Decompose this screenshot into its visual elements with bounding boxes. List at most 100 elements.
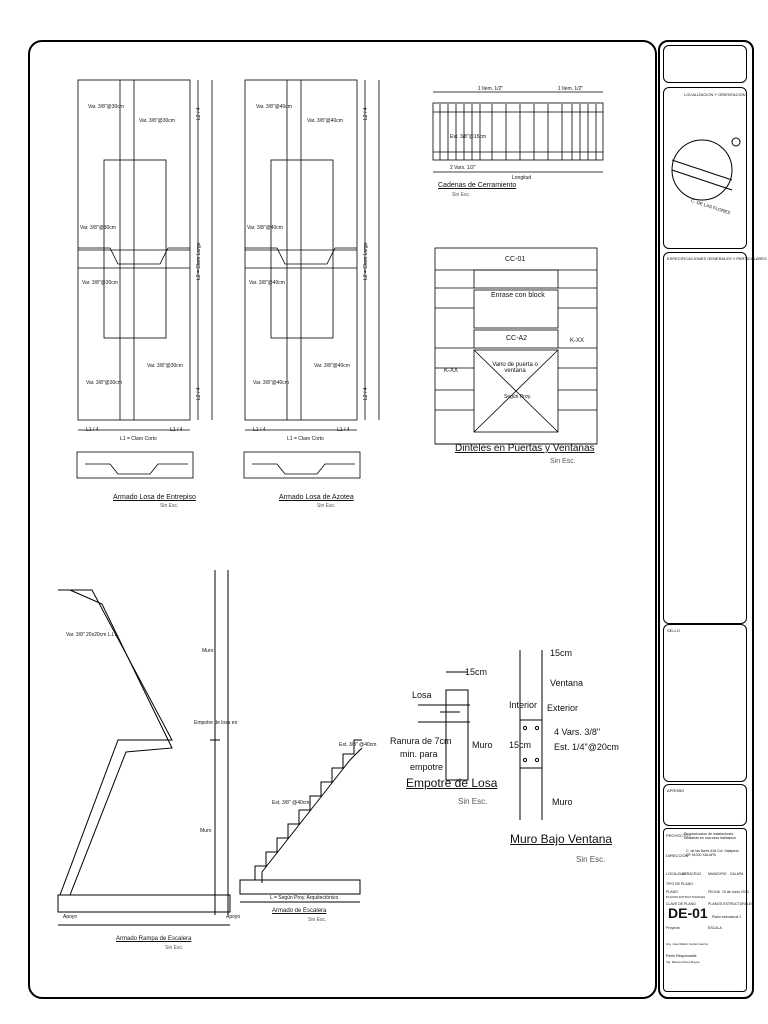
chain-scale: Sin Esc. xyxy=(452,192,471,198)
slab-embed-label-5: empotre xyxy=(410,762,444,772)
drawing-sheet-frame xyxy=(28,40,657,999)
drafter-label: Proyecto xyxy=(666,926,680,930)
lintel-label-5: K-XX xyxy=(444,368,459,374)
chain-label-2: 1 Ilem. 1/2" xyxy=(558,86,584,92)
drafter-value: Arq. José Martín Cortés García xyxy=(666,942,708,946)
lintel-label-3: CC-A2 xyxy=(506,335,528,342)
slab-embed-scale: Sin Esc. xyxy=(458,797,488,806)
lintel-label-1: CC-01 xyxy=(505,256,526,263)
municipality-label: MUNICIPIO xyxy=(708,872,727,876)
slab-embed-label-1: 15cm xyxy=(465,667,488,677)
stair-scale: Sin Esc. xyxy=(308,917,327,923)
chain-title: Cadenas de Cerramiento xyxy=(438,182,517,189)
slab-roof-dim-4: L2 / 4 xyxy=(363,107,369,120)
slab-mezz-bar-3: Var. 3/8"@30cm xyxy=(80,225,116,231)
municipality-value: XALAPA xyxy=(730,872,744,876)
wall-window-label-2: Ventana xyxy=(550,678,584,688)
slab-embed-label-6: Muro xyxy=(472,740,493,750)
project-label: PROYECTO xyxy=(666,833,689,838)
specs-header: ESPECIFICACIONES GENERALES Y PARTICULARE… xyxy=(667,256,767,261)
wall-window-label-8: Muro xyxy=(552,797,573,807)
chain-label-1: 1 Ilem. 1/2" xyxy=(478,86,504,92)
specs-box: ESPECIFICACIONES GENERALES Y PARTICULARE… xyxy=(663,252,767,624)
lintel-label-6: K-XX xyxy=(570,338,585,344)
stair-ramp-label-1: Muro xyxy=(202,648,214,654)
stair-label-1: Est. 3/8" @40cm xyxy=(339,742,377,748)
slab-mezz-bar-5: Var. 3/8"@30cm xyxy=(147,363,183,369)
slab-roof-bar-1: Var. 3/8"@40cm xyxy=(256,104,292,110)
stair-label-3: L = Según Proy. Arquitectónico xyxy=(270,895,339,901)
lintel-label-7: Según Proy. xyxy=(504,394,532,400)
plan-label: PLANO xyxy=(666,890,678,894)
title-block: LOCALIZACION Y ORIENTACION C. DE LAS FLO… xyxy=(658,40,767,999)
date-label: FECHA xyxy=(708,890,720,894)
owner-label: Perito Responsable xyxy=(666,954,697,958)
lintel-label-4: Vano de puerta o ventana xyxy=(492,362,538,374)
locality-value: VERACRUZ xyxy=(682,872,702,876)
wall-window-scale: Sin Esc. xyxy=(576,855,606,864)
chain-label-4: 2 Vars. 1/2" xyxy=(450,165,476,171)
slab-mezz-drawing xyxy=(76,79,213,479)
lintel-label-2: Enrase con block xyxy=(491,292,545,299)
sheet-num: Plano estructural 1 xyxy=(712,915,742,919)
plan-type-label: TIPO DE PLANO xyxy=(666,882,693,886)
project-value: Regularizacion de instalaciones sanitari… xyxy=(684,832,736,840)
key-label: CLAVE DE PLANO xyxy=(666,902,696,906)
slab-embed-label-3: Ranura de 7cm xyxy=(390,736,452,746)
wall-window-label-4: Exterior xyxy=(547,703,579,713)
slab-mezz-dim-6: L2 / 4 xyxy=(196,387,202,400)
slab-embed-label-4: min. para xyxy=(400,749,438,759)
sheet-name: PLANOS ESTRUCTURALES xyxy=(708,902,754,906)
slab-mezz-bar-1: Var. 3/8"@30cm xyxy=(88,104,124,110)
address-value: C. de las flores #16 Col. Xalapeos CP 91… xyxy=(686,849,739,857)
stair-ramp-label-2: Muro xyxy=(200,828,212,834)
slab-roof-dim-2: L1 / 4 xyxy=(337,427,350,433)
owner-value: Ing. Marcos Pérez Reyes xyxy=(666,960,700,964)
approved-box: APROBO xyxy=(663,784,747,826)
info-box: PROYECTO Regularizacion de instalaciones… xyxy=(663,828,754,992)
slab-roof-bar-4: Var. 3/8"@40cm xyxy=(249,280,285,286)
stair-ramp-label-3: Apoyo xyxy=(63,914,78,920)
slab-roof-bar-2: Var. 3/8"@40cm xyxy=(307,118,343,124)
slab-mezz-bar-6: Var. 3/8"@30cm xyxy=(86,380,122,386)
slab-mezz-dim-5: L2 = Claro Largo xyxy=(196,242,202,280)
slab-embed-label-2: Losa xyxy=(412,690,432,700)
slab-mezz-title: Armado Losa de Entrepiso xyxy=(113,494,196,501)
slab-roof-dim-1: L1 / 4 xyxy=(253,427,266,433)
date-value: 15 de Junio 2020 xyxy=(722,890,749,894)
lintel-drawing xyxy=(434,247,598,445)
slab-roof-dim-5: L2 = Claro Largo xyxy=(363,242,369,280)
slab-roof-bar-5: Var. 3/8"@40cm xyxy=(314,363,350,369)
slab-mezz-dim-4: L2 / 4 xyxy=(196,107,202,120)
slab-roof-dim-6: L2 / 4 xyxy=(363,387,369,400)
seal-label: SELLO xyxy=(667,628,680,633)
stair-ramp-label-6: Var. 3/8" 20x20cm L.L. xyxy=(66,632,117,638)
slab-embed-drawing xyxy=(418,671,470,781)
location-box: LOCALIZACION Y ORIENTACION C. DE LAS FLO… xyxy=(663,87,747,249)
wall-window-title: Muro Bajo Ventana xyxy=(510,832,613,846)
slab-mezz-dim-1: L1 / 4 xyxy=(86,427,99,433)
slab-mezz-scale: Sin Esc. xyxy=(160,503,179,509)
lintel-title: Dinteles en Puertas y Ventanas xyxy=(455,443,595,454)
seal-box: SELLO xyxy=(663,624,747,782)
lintel-scale: Sin Esc. xyxy=(550,458,576,465)
location-header: LOCALIZACION Y ORIENTACION xyxy=(684,92,746,97)
slab-roof-scale: Sin Esc. xyxy=(317,503,336,509)
wall-window-label-1: 15cm xyxy=(550,648,573,658)
chain-beam-drawing xyxy=(432,91,604,173)
chain-label-5: Longitud xyxy=(512,175,532,181)
slab-mezz-dim-2: L1 / 4 xyxy=(170,427,183,433)
stair-ramp-title: Armado Rampa de Escalera xyxy=(116,936,192,942)
slab-roof-bar-6: Var. 3/8"@40cm xyxy=(253,380,289,386)
slab-roof-drawing xyxy=(243,79,380,479)
wall-window-label-3: Interior xyxy=(509,700,538,710)
stair-ramp-drawing xyxy=(57,570,231,926)
title-block-header-box xyxy=(663,45,747,83)
address-label: DIRECCION xyxy=(666,853,689,858)
slab-roof-bar-3: Var. 3/8"@40cm xyxy=(247,225,283,231)
stair-steps-drawing xyxy=(239,739,363,903)
wall-window-label-6: 4 Vars. 3/8" xyxy=(554,727,601,737)
slab-roof-dim-3: L1 = Claro Corto xyxy=(287,436,324,442)
stair-ramp-scale: Sin Esc. xyxy=(165,945,184,951)
